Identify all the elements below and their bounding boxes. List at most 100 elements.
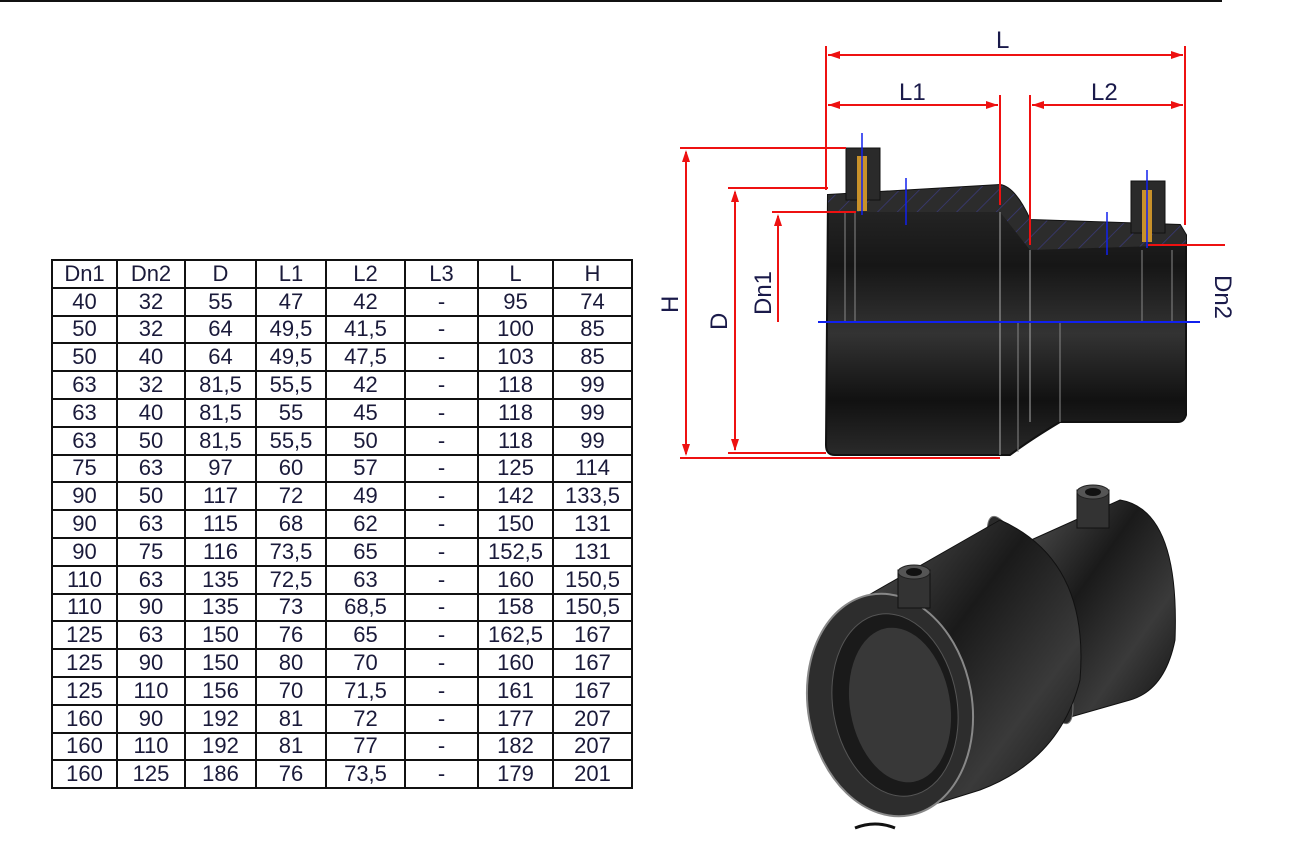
table-cell: 80 (255, 648, 327, 678)
table-cell: 32 (116, 314, 186, 345)
table-cell: 160 (51, 731, 118, 762)
table-cell: 76 (255, 620, 327, 651)
table-cell: 73 (255, 592, 327, 623)
label-Dn2: Dn2 (1209, 275, 1236, 319)
table-cell: 40 (51, 286, 118, 317)
table-cell: 63 (116, 620, 186, 651)
table-cell: 118 (477, 370, 554, 400)
table-cell: 32 (116, 370, 186, 400)
table-cell: 55,5 (255, 370, 327, 400)
table-cell: 103 (477, 342, 554, 373)
table-cell: 97 (184, 453, 257, 484)
table-cell: 75 (116, 536, 186, 567)
table-cell: - (404, 731, 479, 762)
label-L1: L1 (899, 79, 926, 106)
table-cell: 186 (184, 759, 257, 790)
table-cell: 160 (51, 703, 118, 734)
table-cell: - (404, 397, 479, 428)
table-cell: 32 (116, 286, 186, 317)
dimension-arrows (682, 51, 1183, 456)
table-cell: 63 (51, 370, 118, 400)
table-cell: 49,5 (255, 314, 327, 345)
column-header: Dn1 (51, 259, 118, 289)
table-cell: 63 (325, 564, 406, 595)
table-cell: 68 (255, 509, 327, 539)
table-cell: 110 (116, 675, 186, 706)
table-cell: 116 (184, 536, 257, 567)
table-cell: 192 (184, 731, 257, 762)
table-cell: 158 (477, 592, 554, 623)
table-cell: 70 (325, 648, 406, 678)
table-cell: 150 (477, 509, 554, 539)
table-cell: 207 (552, 731, 633, 762)
table-cell: 192 (184, 703, 257, 734)
table-cell: 55 (184, 286, 257, 317)
table-cell: - (404, 314, 479, 345)
label-D: D (706, 313, 733, 330)
table-cell: 182 (477, 731, 554, 762)
table-cell: 152,5 (477, 536, 554, 567)
table-cell: 70 (255, 675, 327, 706)
table-cell: 45 (325, 397, 406, 428)
table-cell: 115 (184, 509, 257, 539)
table-cell: - (404, 564, 479, 595)
table-cell: - (404, 453, 479, 484)
table-cell: 73,5 (325, 759, 406, 790)
column-header: L3 (404, 259, 479, 289)
top-rule (0, 0, 1222, 2)
table-cell: 63 (51, 397, 118, 428)
table-cell: 150,5 (552, 592, 633, 623)
table-cell: 47,5 (325, 342, 406, 373)
table-cell: 71,5 (325, 675, 406, 706)
table-cell: 57 (325, 453, 406, 484)
table-cell: 64 (184, 314, 257, 345)
table-cell: 40 (116, 342, 186, 373)
table-cell: - (404, 286, 479, 317)
label-L: L (996, 27, 1009, 54)
table-cell: 135 (184, 564, 257, 595)
table-cell: 110 (51, 564, 118, 595)
table-cell: 85 (552, 342, 633, 373)
column-header: L2 (325, 259, 406, 289)
table-cell: 161 (477, 675, 554, 706)
table-cell: - (404, 536, 479, 567)
table-cell: 110 (116, 731, 186, 762)
fitting-3d-render (805, 484, 1176, 830)
table-cell: 72 (255, 481, 327, 512)
table-cell: 90 (116, 648, 186, 678)
table-cell: - (404, 703, 479, 734)
table-cell: 81,5 (184, 370, 257, 400)
table-cell: 81,5 (184, 425, 257, 456)
table-cell: 118 (477, 425, 554, 456)
table-cell: 90 (51, 481, 118, 512)
table-cell: 63 (116, 453, 186, 484)
table-cell: - (404, 759, 479, 790)
table-cell: 110 (51, 592, 118, 623)
table-cell: 76 (255, 759, 327, 790)
table-cell: 81 (255, 703, 327, 734)
table-cell: 90 (116, 592, 186, 623)
table-cell: - (404, 620, 479, 651)
table-cell: - (404, 342, 479, 373)
table-cell: 114 (552, 453, 633, 484)
table-cell: 125 (51, 675, 118, 706)
table-cell: - (404, 675, 479, 706)
table-cell: 156 (184, 675, 257, 706)
table-cell: 177 (477, 703, 554, 734)
table-cell: 99 (552, 370, 633, 400)
table-cell: 95 (477, 286, 554, 317)
table-cell: 90 (116, 703, 186, 734)
table-cell: 167 (552, 648, 633, 678)
table-cell: 50 (116, 481, 186, 512)
table-cell: 125 (51, 648, 118, 678)
label-Dn1: Dn1 (750, 271, 777, 315)
